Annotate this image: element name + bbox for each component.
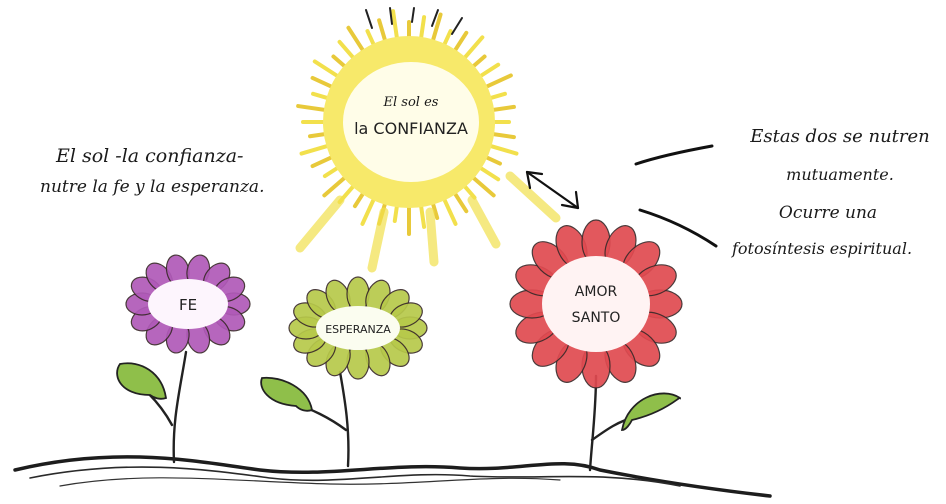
esperanza-leaf bbox=[260, 376, 314, 412]
right-note-line1: Estas dos se nutren bbox=[749, 126, 930, 147]
petal bbox=[346, 276, 370, 312]
amor-label-line1: AMOR bbox=[575, 284, 618, 300]
leaves bbox=[116, 362, 681, 431]
sun-tick bbox=[365, 9, 373, 29]
ground-line bbox=[13, 455, 772, 498]
right-note: Estas dos se nutren mutuamente. Ocurre u… bbox=[731, 126, 930, 258]
fe-label: FE bbox=[179, 296, 197, 314]
petal bbox=[346, 344, 370, 380]
right-note-line4: fotosíntesis espiritual. bbox=[731, 239, 912, 258]
left-note-line2: nutre la fe y la esperanza. bbox=[40, 177, 264, 197]
sun-beam bbox=[295, 195, 345, 253]
note-pointers bbox=[634, 144, 718, 248]
fe-leaf bbox=[116, 362, 168, 400]
ground-line-3 bbox=[59, 477, 561, 487]
sun-beam bbox=[367, 207, 389, 273]
pointer-upper bbox=[634, 144, 714, 166]
sun-tick bbox=[431, 9, 439, 27]
sun-label-line1: El sol es bbox=[383, 95, 439, 110]
ground bbox=[13, 455, 772, 498]
amor-leaf bbox=[620, 392, 681, 431]
fe-stem bbox=[172, 350, 188, 464]
fe-flower: FE bbox=[125, 254, 251, 354]
left-note-line1: El sol -la confianza- bbox=[55, 145, 243, 167]
amor-flower: AMOR SANTO bbox=[509, 219, 683, 389]
sun-beam bbox=[425, 207, 439, 267]
sun-label-line2: la CONFIANZA bbox=[354, 119, 468, 138]
right-note-line3: Ocurre una bbox=[779, 203, 877, 223]
sun-tick bbox=[411, 7, 415, 23]
sun-tick bbox=[389, 7, 393, 25]
pointer-lower bbox=[638, 208, 718, 248]
fe-center bbox=[148, 279, 228, 329]
amor-center bbox=[542, 256, 650, 352]
amor-stem bbox=[588, 374, 598, 472]
sun-tick bbox=[451, 17, 463, 35]
esperanza-label: ESPERANZA bbox=[325, 323, 391, 336]
esperanza-flower: ESPERANZA bbox=[288, 276, 428, 380]
sun-core bbox=[343, 62, 479, 182]
right-note-line2: mutuamente. bbox=[786, 165, 894, 184]
esperanza-center bbox=[316, 306, 400, 350]
mutual-arrow bbox=[525, 170, 580, 210]
amor-label-line2: SANTO bbox=[572, 310, 621, 326]
arrow-head-up bbox=[525, 170, 544, 190]
sun-beam bbox=[467, 195, 501, 249]
sun-beam bbox=[505, 171, 561, 223]
ground-line-2 bbox=[29, 466, 681, 487]
esperanza-stem bbox=[338, 370, 350, 468]
left-note: El sol -la confianza- nutre la fe y la e… bbox=[40, 145, 264, 197]
arrow-head-down bbox=[560, 190, 580, 210]
arrow-shaft bbox=[525, 170, 580, 210]
sun: El sol es la CONFIANZA bbox=[323, 36, 495, 208]
